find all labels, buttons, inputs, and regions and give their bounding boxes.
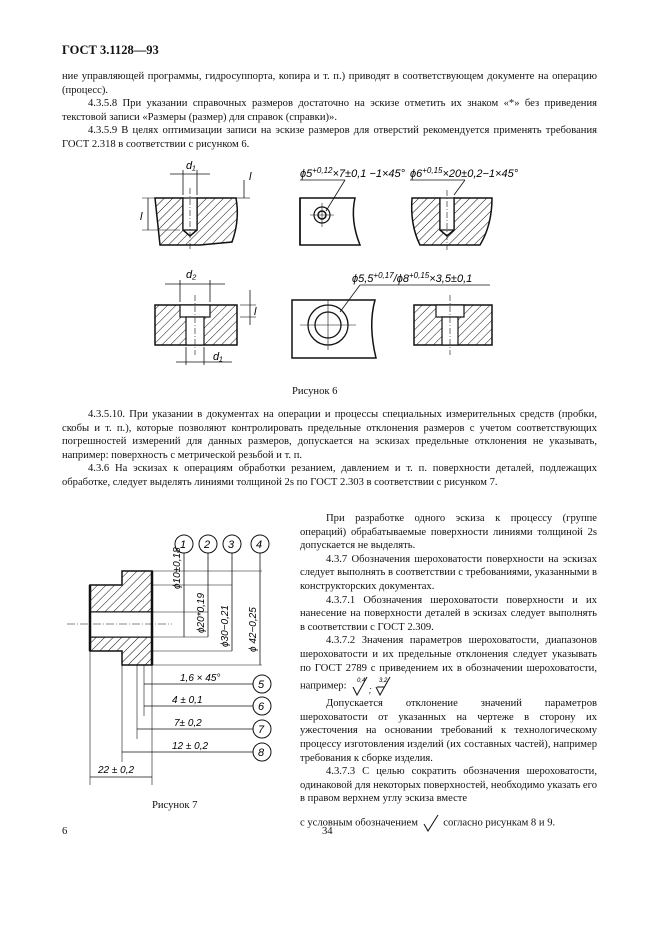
fig7-dim-d20: ϕ20*0,19 [196, 593, 207, 633]
fig7-circle-7: 7 [258, 724, 265, 736]
roughness-example-icon: 0,4 ; 3,2 [352, 676, 391, 697]
fig6-label-l-top: l [249, 171, 252, 183]
fig6-note1-rest: ×7±0,1 −1×45° [333, 168, 406, 180]
paragraph-continuation: ние управляющей программы, гидросуппорта… [62, 71, 597, 96]
fig6-note2-rest: ×20±0,2−1×45° [443, 168, 519, 180]
figure-7-drawing: 1 2 3 4 5 6 7 8 [67, 534, 272, 785]
fig6-label-l-left: l [140, 211, 143, 223]
page-number-left: 6 [62, 826, 68, 837]
fig6-label-d2: d₂ [186, 269, 197, 281]
fig7-diameter-dims: ϕ10±0,18 ϕ20*0,19 ϕ30−0,21 ϕ 42−0,25 [172, 547, 261, 665]
paragraph-4-3-7: 4.3.7 Обозначения шероховатости поверхно… [300, 553, 597, 592]
roughness-value-1: 0,4 [357, 678, 366, 684]
standard-header: ГОСТ 3.1128—93 [62, 43, 159, 57]
paragraph-group-operations: При разработке одного эскиза к процессу … [300, 513, 597, 552]
fig6-note3-tol2: +0,15 [409, 271, 430, 280]
paragraph-4-3-7-2: 4.3.7.2 Значения параметров шероховатост… [300, 634, 597, 697]
fig7-dim-chamfer: 1,6 × 45° [180, 673, 220, 684]
top-text-block: ние управляющей программы, гидросуппорта… [62, 70, 597, 152]
paragraph-4-3-7-3: 4.3.7.3 С целью сократить обозначения ше… [300, 766, 597, 805]
fig6-label-d1-bottom: d₁ [213, 351, 223, 363]
fig7-dim-d30: ϕ30−0,21 [220, 605, 231, 647]
middle-text-block: 4.3.5.10. При указании в документах на о… [62, 408, 597, 490]
fig7-length-dims: 1,6 × 45° 4 ± 0,1 7± 0,2 12 ± 0,2 22 ± 0… [89, 651, 253, 785]
fig6-note3-mid: /ϕ8 [393, 273, 410, 285]
fig7-dim-l22: 22 ± 0,2 [97, 765, 135, 776]
fig6-note3-main: ϕ5,5 [352, 273, 374, 285]
paragraph-4-3-6: 4.3.6 На эскизах к операциям обработки р… [62, 463, 597, 488]
fig7-dim-d42: ϕ 42−0,25 [248, 607, 259, 652]
fig6-part-section-view: ϕ6+0,15×20±0,2−1×45° [410, 166, 519, 250]
figures-8-9-ref: согласно рисункам 8 и 9. [443, 817, 556, 829]
svg-text:ϕ6+0,15×20±0,2−1×45°: ϕ6+0,15×20±0,2−1×45° [410, 166, 519, 180]
fig7-circle-8: 8 [258, 747, 265, 759]
paragraph-4-3-5-8: 4.3.5.8 При указании справочных размеров… [62, 98, 597, 123]
fig6-part-blind-hole: d₁ l l [140, 160, 252, 250]
figure-6-caption: Рисунок 6 [292, 386, 338, 397]
fig6-note3-rest: ×3,5±0,1 [429, 273, 472, 285]
fig7-circle-4: 4 [256, 539, 262, 551]
svg-text:;: ; [369, 685, 372, 695]
fig6-part-stepped-hole: d₂ d₁ l [154, 269, 257, 365]
fig6-part-plan-view: ϕ5+0,12×7±0,1 −1×45° [299, 166, 406, 246]
fig7-dim-l7: 7± 0,2 [174, 718, 202, 729]
fig7-dim-d10: ϕ10±0,18 [172, 547, 183, 589]
fig7-dim-l12: 12 ± 0,2 [172, 741, 209, 752]
paragraph-conditional-symbol: с условным обозначением согласно рисунка… [300, 814, 597, 832]
fig6-note3-tol1: +0,17 [373, 271, 394, 280]
svg-text:ϕ5+0,12×7±0,1 −1×45°: ϕ5+0,12×7±0,1 −1×45° [300, 166, 406, 180]
fig7-circle-5: 5 [258, 679, 265, 691]
paragraph-4-3-5-9: 4.3.5.9 В целях оптимизации записи на эс… [62, 125, 597, 150]
page-number-center: 34 [322, 826, 333, 837]
paragraph-4-3-5-10: 4.3.5.10. При указании в документах на о… [62, 409, 597, 461]
fig7-circle-1: 1 [180, 539, 186, 551]
fig6-note2-main: ϕ6 [410, 168, 423, 180]
fig6-note1-tol: +0,12 [312, 166, 333, 175]
paragraph-4-3-7-1: 4.3.7.1 Обозначения шероховатости поверх… [300, 594, 597, 633]
roughness-check-icon [423, 814, 439, 832]
fig6-part-section-counterbore [413, 295, 493, 355]
figure-6-drawing: d₁ l l ϕ5+0,12×7±0,1 −1×45° [140, 160, 519, 365]
fig6-label-d1: d₁ [186, 160, 196, 172]
fig7-circle-3: 3 [228, 539, 235, 551]
fig6-label-l-bottom: l [254, 306, 257, 318]
fig6-note2-tol: +0,15 [422, 166, 443, 175]
roughness-value-2: 3,2 [379, 678, 388, 684]
conditional-symbol-text: с условным обозначением [300, 817, 418, 829]
right-text-block: При разработке одного эскиза к процессу … [300, 512, 597, 832]
figure-7-caption: Рисунок 7 [152, 800, 198, 811]
fig7-circle-2: 2 [203, 539, 210, 551]
paragraph-deviation: Допускается отклонение значений параметр… [300, 698, 597, 764]
fig6-note1-main: ϕ5 [300, 168, 313, 180]
fig7-circle-6: 6 [258, 701, 265, 713]
fig7-part [67, 570, 262, 666]
fig7-dim-l4: 4 ± 0,1 [172, 695, 203, 706]
svg-text:ϕ5,5+0,17/ϕ8+0,15×3,5±0,1: ϕ5,5+0,17/ϕ8+0,15×3,5±0,1 [352, 271, 472, 285]
paragraph-4-3-7-2-text: 4.3.7.2 Значения параметров шероховатост… [300, 635, 597, 692]
fig6-part-plan-counterbore: ϕ5,5+0,17/ϕ8+0,15×3,5±0,1 [291, 271, 490, 359]
